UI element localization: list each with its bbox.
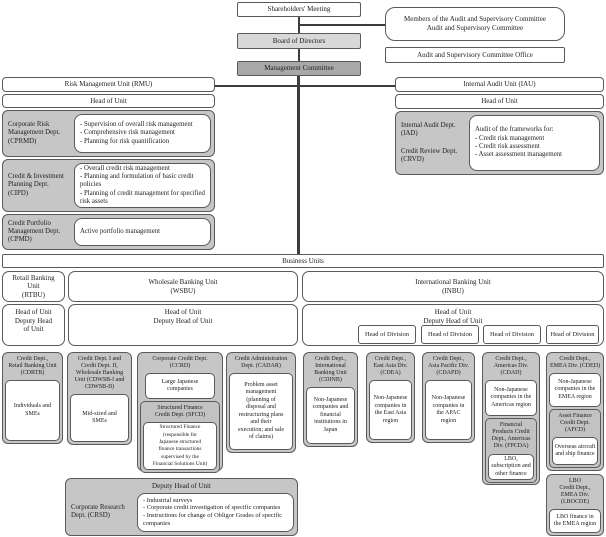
node-dept-cadar: Credit Administration Dept. (CADAR) Prob… xyxy=(226,352,296,453)
dept-sfcd-name: Structured Finance Credit Dept. (SFCD) xyxy=(154,405,206,419)
node-iau-departments: Internal Audit Dept. (IAD) Credit Review… xyxy=(395,111,604,175)
node-dept-cded: Credit Dept., EMEA Div. (CDED) Non-Japan… xyxy=(546,352,604,471)
dept-cded-scope: Non-Japanese companies in the EMEA regio… xyxy=(549,373,601,408)
node-audit-committee-office: Audit and Supervisory Committee Office xyxy=(385,47,565,63)
dept-cadar-scope: Problem asset management (planning of di… xyxy=(229,373,293,450)
dept-fpcda-scope: LBO, subscription and other finance xyxy=(488,453,534,481)
dept-cdwsb-scope: Mid-sized and SMEs xyxy=(70,394,129,442)
node-dept-lbocde: LBO Credit Dept., EMEA Div. (LBOCDE) LBO… xyxy=(546,474,604,536)
node-dept-crsd: Deputy Head of Unit Corporate Research D… xyxy=(65,478,298,536)
dept-cprmd-name: Corporate Risk Management Dept. (CPRMD) xyxy=(8,121,61,145)
dept-cipd-name: Credit & Investment Planning Dept. (CIPD… xyxy=(8,173,64,197)
dept-lbocde-scope: LBO finance in the EMEA region xyxy=(549,509,601,533)
connector-management-business-units xyxy=(297,76,300,255)
iau-dept-labels: Internal Audit Dept. (IAD) Credit Review… xyxy=(398,114,468,172)
node-rmu-title: Risk Management Unit (RMU) xyxy=(2,77,215,92)
dept-cdrtb-scope: Individuals and SMEs xyxy=(5,380,60,441)
dept-afcd-scope: Overseas aircraft and ship finance xyxy=(552,437,598,465)
dept-crsd-name: Corporate Research Dept. (CRSD) xyxy=(71,503,125,520)
node-inbu: International Banking Unit (INBU) xyxy=(302,271,604,302)
connector-to-audit-committee xyxy=(299,24,385,26)
node-rtbu-head: Head of Unit Deputy Head of Unit xyxy=(2,304,65,346)
dept-cdad-name: Credit Dept., Americas Div. (CDAD) xyxy=(493,356,529,377)
dept-afcd-name: Asset Finance Credit Dept. (AFCD) xyxy=(558,413,592,434)
node-iau-head-of-unit: Head of Unit xyxy=(395,94,604,109)
node-dept-cipd: Credit & Investment Planning Dept. (CIPD… xyxy=(2,159,215,212)
node-audit-committee-members: Members of the Audit and Supervisory Com… xyxy=(385,7,565,41)
dept-cdinb-scope: Non-Japanese companies and financial ins… xyxy=(306,387,355,444)
connector-rmu-iau xyxy=(215,85,397,87)
dept-cpmd-name: Credit Portfolio Management Dept. (CPMD) xyxy=(8,219,61,244)
node-dept-cprmd: Corporate Risk Management Dept. (CPRMD) … xyxy=(2,110,215,157)
node-wsbu-head: Head of Unit Deputy Head of Unit xyxy=(68,304,298,346)
node-dept-cdinb: Credit Dept., International Banking Unit… xyxy=(303,352,358,447)
dept-crvd-name: Credit Review Dept. (CRVD) xyxy=(401,147,458,163)
dept-cprmd-duties: - Supervision of overall risk management… xyxy=(74,114,211,153)
dept-cadar-name: Credit Administration Dept. (CADAR) xyxy=(234,356,288,370)
node-dept-ccrd: Corporate Credit Dept. (CCRD) Large Japa… xyxy=(137,352,223,474)
node-business-units: Business Units xyxy=(2,254,604,268)
iau-duties: Audit of the frameworks for: - Credit ri… xyxy=(469,115,600,171)
node-rmu-head-of-unit: Head of Unit xyxy=(2,94,215,108)
crsd-deputy-head-label: Deputy Head of Unit xyxy=(152,482,211,490)
dept-cdapd-scope: Non-Japanese companies in the APAC regio… xyxy=(425,380,472,440)
dept-ccrd-scope: Large Japanese companies xyxy=(145,373,215,400)
node-dept-cdea: Credit Dept., East Asia Div. (CDEA) Non-… xyxy=(366,352,415,443)
node-dept-afcd: Asset Finance Credit Dept. (AFCD) Overse… xyxy=(549,409,601,468)
node-head-of-division-2: Head of Division xyxy=(421,325,479,344)
node-dept-cdrtb: Credit Dept., Retail Banking Unit (CDRTB… xyxy=(2,352,63,444)
dept-cdea-name: Credit Dept., East Asia Div. (CDEA) xyxy=(373,356,408,377)
node-rtbu: Retail Banking Unit (RTBU) xyxy=(2,271,65,302)
node-head-of-division-4: Head of Division xyxy=(546,325,599,344)
dept-lbocde-name: LBO Credit Dept., EMEA Div. (LBOCDE) xyxy=(559,478,591,506)
node-board-of-directors: Board of Directors xyxy=(237,33,361,49)
node-shareholders-meeting: Shareholders' Meeting xyxy=(237,2,361,17)
dept-fpcda-name: Financial Products Credit Dept., America… xyxy=(491,422,531,450)
dept-cdapd-name: Credit Dept., Asia Pacific Div. (CDAPD) xyxy=(428,356,469,377)
connector-board-management xyxy=(298,49,300,61)
dept-ccrd-name: Corporate Credit Dept. (CCRD) xyxy=(152,356,208,370)
dept-sfcd-scope: Structured Finance (responsible for Japa… xyxy=(143,422,217,471)
node-dept-cdad: Credit Dept., Americas Div. (CDAD) Non-J… xyxy=(482,352,540,485)
node-head-of-division-3: Head of Division xyxy=(483,325,541,344)
dept-cdea-scope: Non-Japanese companies in the East Asia … xyxy=(369,380,412,440)
dept-cdwsb-name: Credit Dept. I and Credit Dept. II, Whol… xyxy=(74,356,125,391)
node-iau-title: Internal Audit Unit (IAU) xyxy=(395,77,604,92)
node-dept-cdapd: Credit Dept., Asia Pacific Div. (CDAPD) … xyxy=(422,352,475,443)
inbu-head-label: Head of Unit Deputy Head of Unit xyxy=(423,308,483,325)
node-dept-sfcd: Structured Finance Credit Dept. (SFCD) S… xyxy=(140,401,220,474)
dept-cded-name: Credit Dept., EMEA Div. (CDED) xyxy=(549,356,601,370)
dept-cipd-duties: - Overall credit risk management - Plann… xyxy=(74,163,211,208)
node-dept-cpmd: Credit Portfolio Management Dept. (CPMD)… xyxy=(2,214,215,250)
node-inbu-head: Head of Unit Deputy Head of Unit Head of… xyxy=(302,304,604,346)
node-dept-fpcda: Financial Products Credit Dept., America… xyxy=(485,418,537,484)
node-wsbu: Wholesale Banking Unit (WSBU) xyxy=(68,271,298,302)
node-management-committee: Management Committee xyxy=(237,61,361,76)
dept-iad-name: Internal Audit Dept. (IAD) xyxy=(401,121,456,138)
dept-crsd-duties: - Industrial surveys - Corporate credit … xyxy=(137,492,294,532)
dept-cdad-scope: Non-Japanese companies in the Americas r… xyxy=(485,380,537,417)
node-dept-cdwsb: Credit Dept. I and Credit Dept. II, Whol… xyxy=(67,352,132,445)
node-head-of-division-1: Head of Division xyxy=(358,325,416,344)
dept-cdrtb-name: Credit Dept., Retail Banking Unit (CDRTB… xyxy=(8,356,57,377)
dept-cpmd-duties: Active portfolio management xyxy=(74,218,211,246)
dept-cdinb-name: Credit Dept., International Banking Unit… xyxy=(314,356,347,384)
